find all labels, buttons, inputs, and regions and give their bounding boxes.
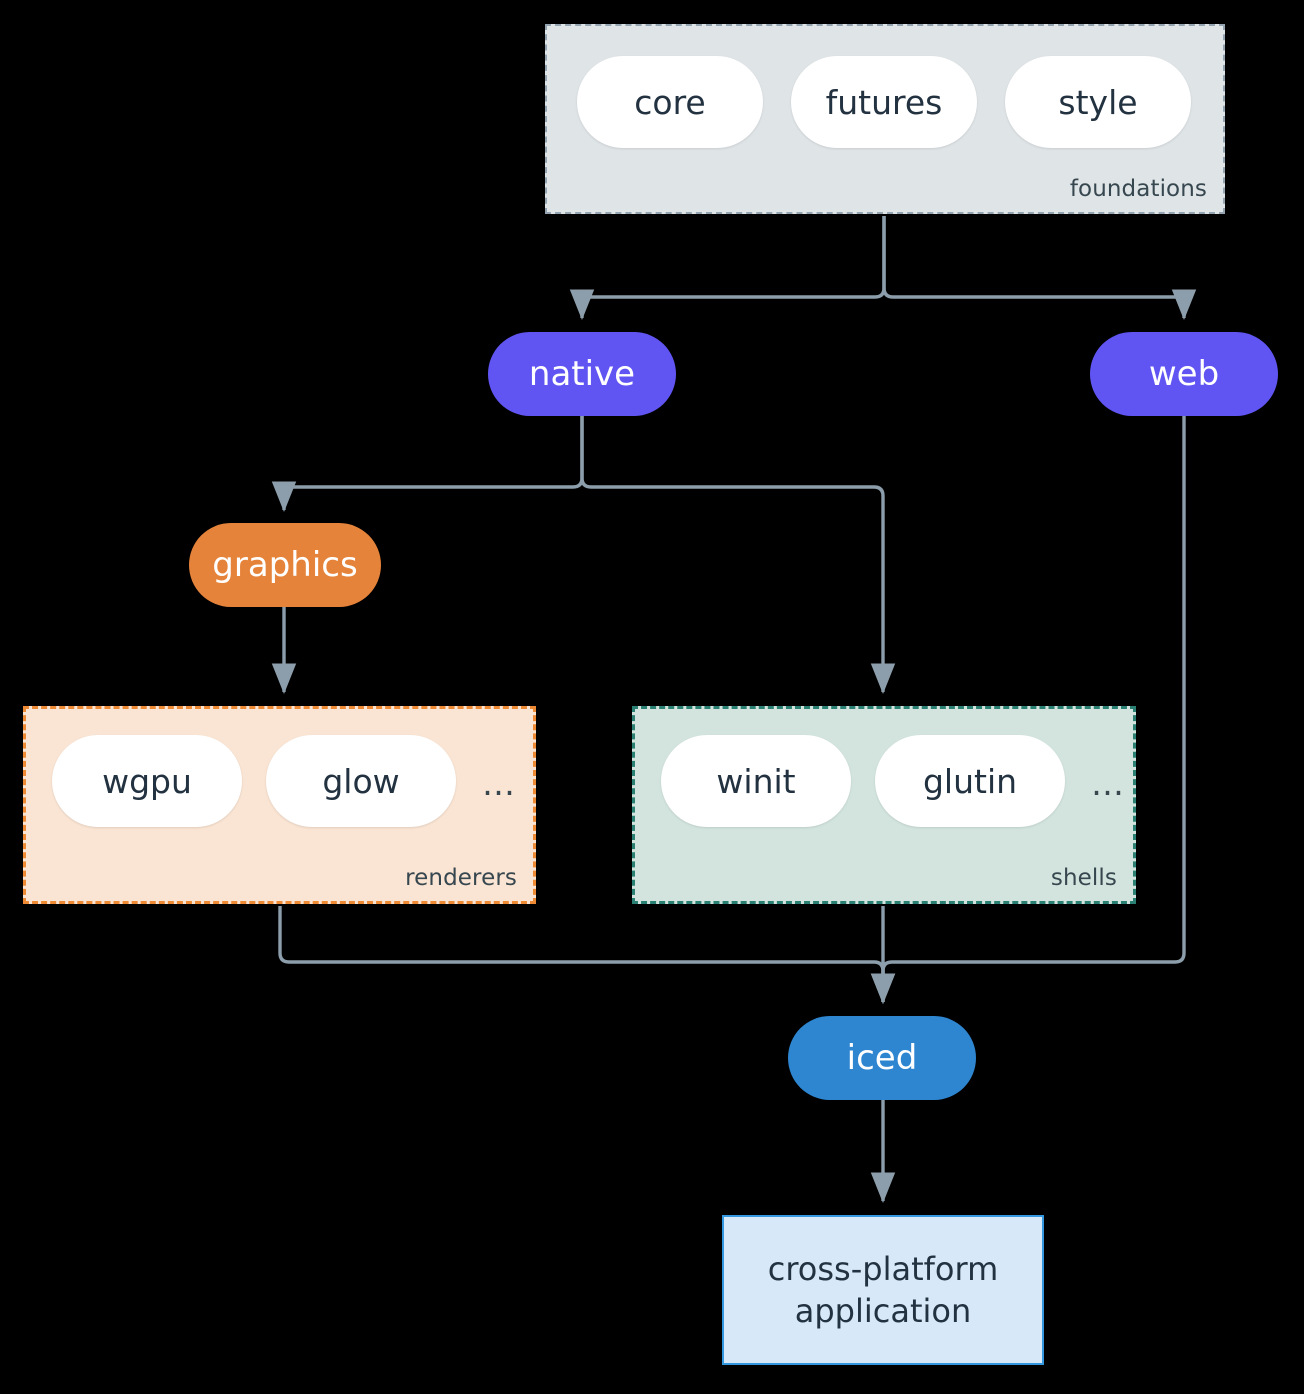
group-renderers-label: renderers	[405, 865, 517, 891]
group-shells-label: shells	[1050, 865, 1117, 891]
chip-winit[interactable]: winit	[661, 735, 851, 827]
chip-style[interactable]: style	[1005, 56, 1191, 148]
chip-futures-label: futures	[825, 82, 943, 122]
node-graphics-label: graphics	[212, 545, 358, 585]
node-iced[interactable]: iced	[788, 1016, 976, 1100]
group-foundations: core futures style foundations	[545, 24, 1225, 214]
node-graphics[interactable]: graphics	[189, 523, 381, 607]
node-native-label: native	[528, 354, 636, 394]
chip-glutin-label: glutin	[922, 761, 1018, 801]
group-renderers: wgpu glow … renderers	[23, 706, 536, 904]
chip-winit-label: winit	[716, 761, 796, 801]
node-native[interactable]: native	[488, 332, 676, 416]
chip-glow-label: glow	[322, 761, 400, 801]
renderers-overflow-ellipsis: …	[482, 764, 515, 803]
node-application[interactable]: cross-platform application	[722, 1215, 1044, 1365]
chip-wgpu-label: wgpu	[102, 761, 192, 801]
chip-wgpu[interactable]: wgpu	[52, 735, 242, 827]
node-iced-label: iced	[846, 1038, 918, 1078]
node-application-label-line2: application	[794, 1292, 972, 1330]
shells-overflow-ellipsis: …	[1091, 764, 1124, 803]
node-web[interactable]: web	[1090, 332, 1278, 416]
chip-glow[interactable]: glow	[266, 735, 456, 827]
node-application-label-line1: cross-platform	[767, 1249, 999, 1288]
chip-core[interactable]: core	[577, 56, 763, 148]
node-web-label: web	[1148, 354, 1220, 394]
chip-futures[interactable]: futures	[791, 56, 977, 148]
group-shells: winit glutin … shells	[632, 706, 1136, 904]
group-foundations-label: foundations	[1069, 176, 1207, 202]
chip-glutin[interactable]: glutin	[875, 735, 1065, 827]
chip-style-label: style	[1058, 82, 1138, 122]
chip-core-label: core	[634, 82, 706, 122]
